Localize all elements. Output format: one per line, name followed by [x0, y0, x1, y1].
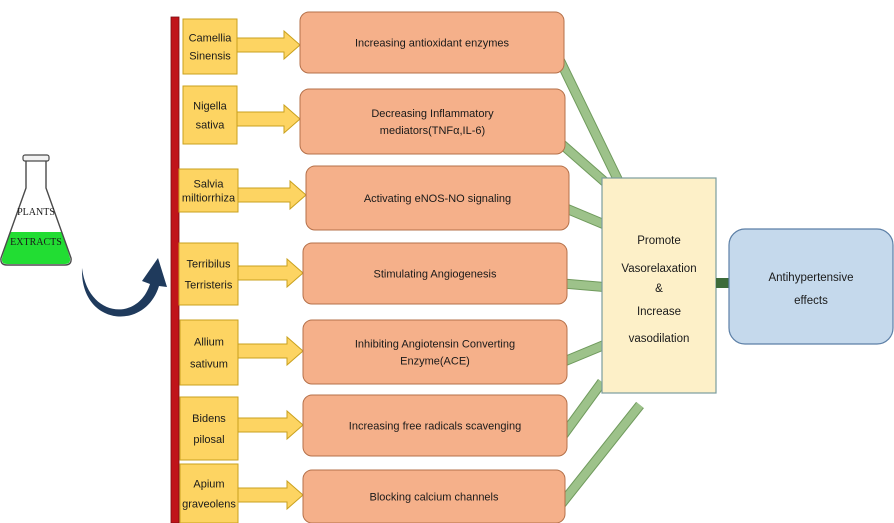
mechanism-label-line: Enzyme(ACE) [400, 356, 470, 368]
center-label-line: Increase [637, 306, 681, 318]
plants-bar [170, 16, 180, 523]
curved-arrow-icon [81, 258, 167, 317]
connector-band [563, 204, 610, 230]
plant-name-line: Terribilus [186, 259, 231, 271]
mechanism-box [302, 469, 566, 523]
mechanism-label-line: Activating eNOS-NO signaling [364, 193, 511, 205]
plant-box [179, 396, 239, 461]
flask-icon: PLANTS EXTRACTS [0, 154, 72, 266]
plant-box [182, 85, 238, 145]
curved-arrow-body [81, 258, 167, 317]
arrow-icon [236, 29, 301, 61]
connector-band [562, 279, 605, 291]
arrow-icon [237, 409, 304, 441]
mechanism-label-line: Stimulating Angiogenesis [374, 269, 497, 281]
plant-name-line: Sinensis [189, 51, 231, 63]
center-label-line: Vasorelaxation [621, 263, 696, 275]
mechanism-box [299, 11, 565, 74]
plant-name-line: Apium [193, 479, 224, 491]
flask-rim [22, 154, 50, 162]
mechanism-box [305, 165, 570, 231]
mechanism-label-line: Blocking calcium channels [369, 492, 499, 504]
plant-name-line: Nigella [193, 100, 228, 112]
arrow-icon [237, 335, 304, 367]
plant-name-line: Salvia [194, 178, 225, 190]
plant-box [178, 242, 239, 306]
plant-name-line: Allium [194, 337, 224, 349]
connector-band [559, 379, 606, 438]
pathway-row: Nigella sativa Decreasing Inflammatory medi… [182, 85, 566, 155]
result-label-line: Antihypertensive [768, 272, 853, 284]
pathway-row: Allium sativum Inhibiting Angiotensin Conv… [179, 319, 568, 386]
mechanism-label-line: Increasing antioxidant enzymes [355, 38, 510, 50]
mechanism-box [302, 319, 568, 385]
arrow-icon [236, 103, 301, 135]
plant-box [179, 319, 239, 386]
pathway-row: Apium graveolens Blocking calcium channels [179, 463, 566, 523]
flask-liquid [1, 232, 71, 264]
center-label-line: Promote [637, 235, 680, 247]
pathway-row: Bidens pilosal Increasing free radicals sc… [179, 394, 568, 461]
flask-label-extracts: EXTRACTS [10, 237, 62, 248]
result-label-line: effects [794, 295, 828, 307]
connector-band [556, 58, 622, 182]
center-label-line: & [655, 283, 663, 295]
plant-box [179, 463, 239, 523]
plant-name-line: pilosal [193, 434, 224, 446]
flask-outline [0, 159, 72, 266]
result-link [716, 278, 730, 288]
plant-name-line: Camellia [189, 32, 233, 44]
pathway-row: Salvia miltiorrhiza Activating eNOS-NO sig… [178, 165, 570, 231]
plant-name-line: graveolens [182, 498, 236, 510]
arrow-icon [237, 479, 304, 511]
mechanism-box [302, 394, 568, 457]
connector-band [561, 341, 606, 366]
center-box [601, 177, 717, 394]
mechanism-label-line: Increasing free radicals scavenging [349, 421, 521, 433]
center-label-line: vasodilation [629, 333, 690, 345]
plant-name-line: sativa [196, 120, 226, 132]
result-node: Antihypertensive effects [728, 228, 894, 345]
result-box [728, 228, 894, 345]
plant-name-line: miltiorrhiza [182, 193, 236, 205]
plant-name-line: Terristeris [185, 279, 233, 291]
flask-label-plants: PLANTS [17, 207, 55, 218]
plant-box [178, 168, 239, 213]
connector-band [557, 402, 644, 507]
plant-name-line: sativum [190, 358, 228, 370]
plant-box [182, 18, 238, 75]
mechanism-label-line: Inhibiting Angiotensin Converting [355, 339, 515, 351]
mechanism-label-line: mediators(TNFα,IL-6) [380, 125, 485, 137]
result-text: Antihypertensive effects [768, 272, 853, 307]
arrow-icon [237, 179, 307, 211]
mechanism-box [302, 242, 568, 305]
plant-name-line: Bidens [192, 413, 226, 425]
mechanism-box [299, 88, 566, 155]
arrow-icon [237, 257, 304, 289]
mechanism-label-line: Decreasing Inflammatory [371, 108, 494, 120]
